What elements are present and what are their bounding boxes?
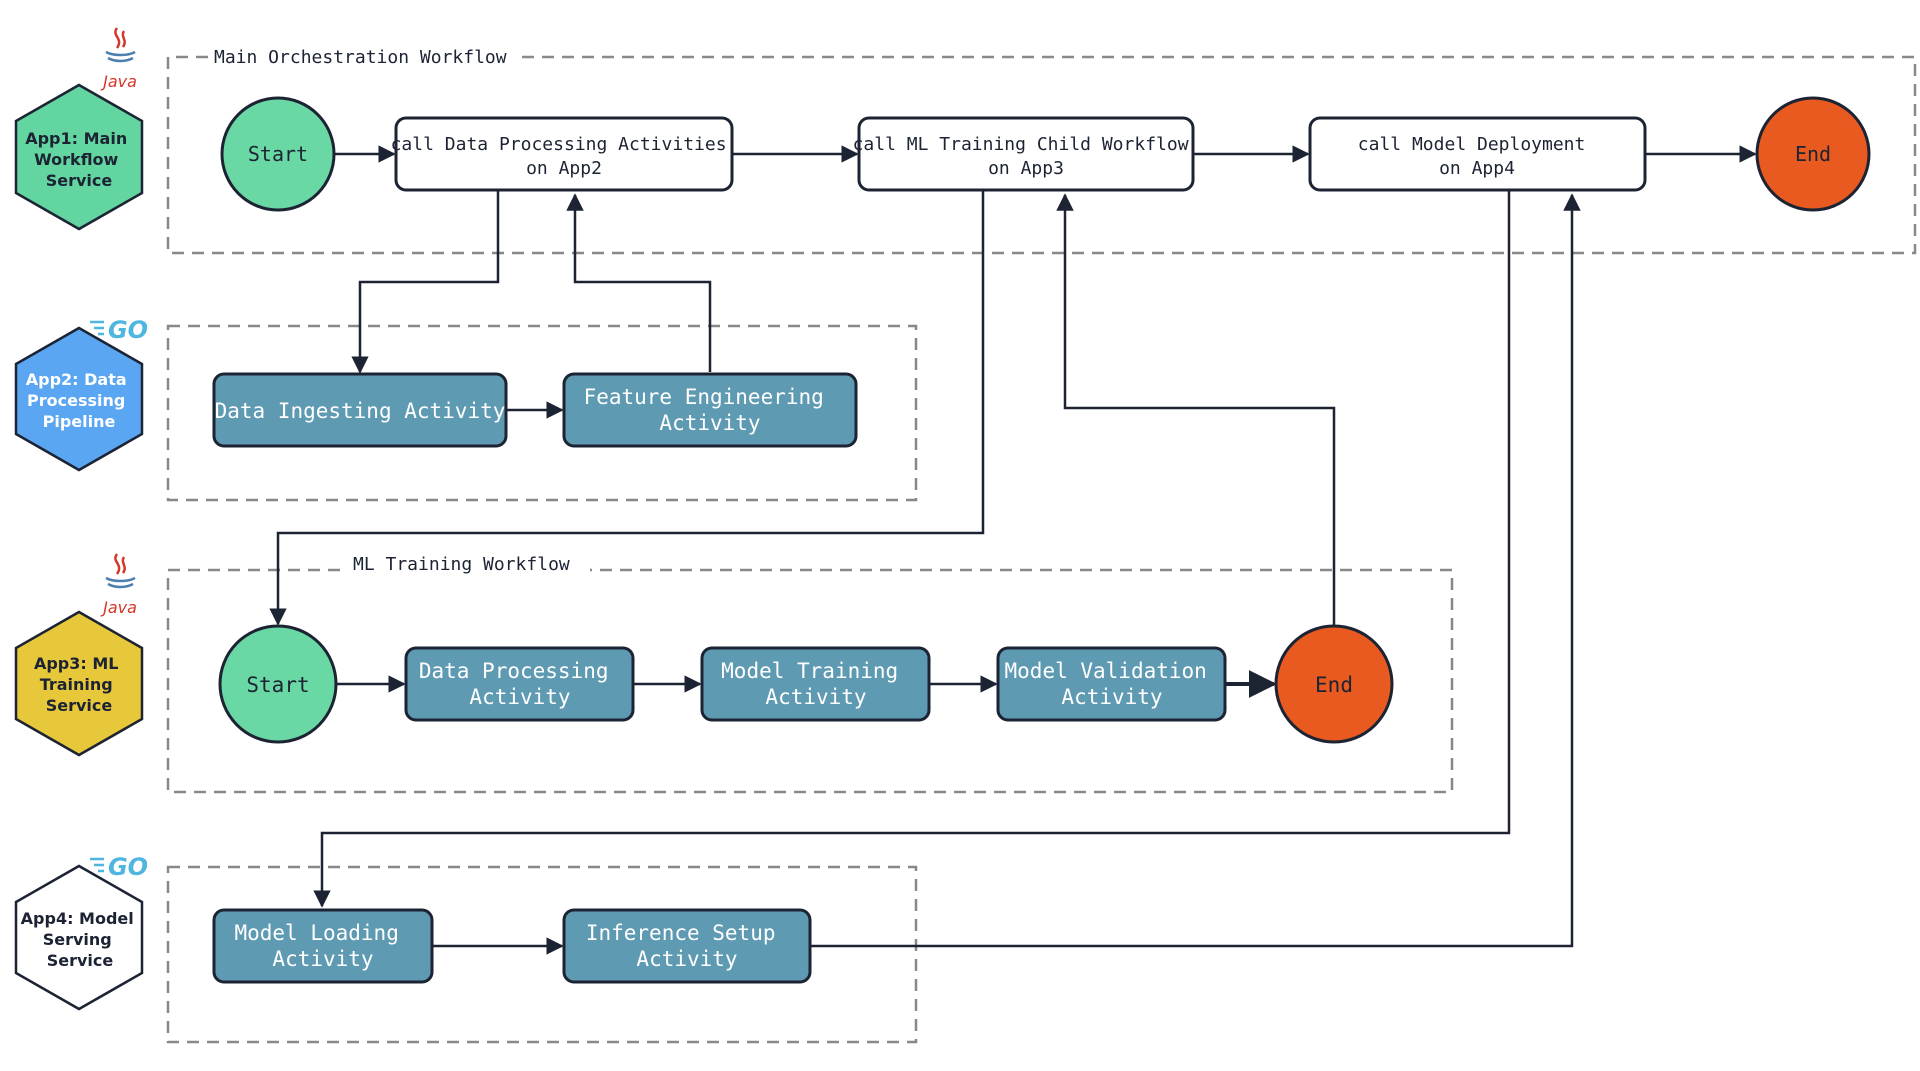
- data-processing-activity-box: [404, 646, 635, 722]
- data-proc-line-1: Data Processing: [419, 659, 609, 683]
- call-model-deployment-label: call Model Deployment on App4: [1358, 134, 1596, 179]
- app2-hexagon: App2: Data Processing Pipeline: [14, 326, 144, 472]
- ml-end-node: [1274, 624, 1394, 744]
- load-line-2: Activity: [272, 947, 373, 971]
- call-deploy-line-2: on App4: [1439, 158, 1515, 179]
- group-boxes: [166, 55, 1917, 1044]
- main-end-label: End: [1795, 142, 1831, 166]
- app1-label: App1: Main Workflow Service: [25, 129, 133, 190]
- train-line-1: Model Training: [721, 659, 898, 683]
- java-logo-icon: Java: [100, 553, 137, 617]
- java-logo-label: Java: [100, 72, 137, 91]
- inference-line-2: Activity: [636, 947, 737, 971]
- main-start-node: [220, 96, 336, 212]
- app4-line-1: App4: Model: [21, 909, 134, 928]
- train-line-2: Activity: [765, 685, 866, 709]
- app1-line-3: Service: [46, 171, 113, 190]
- java-logo-label: Java: [100, 598, 137, 617]
- main-end-node: [1755, 96, 1871, 212]
- app1-line-1: App1: Main: [25, 129, 127, 148]
- app2-line-3: Pipeline: [43, 412, 116, 431]
- model-validation-activity-box: [996, 646, 1227, 722]
- call-data-processing-box: [394, 116, 734, 192]
- app4-line-2: Serving: [43, 930, 112, 949]
- validate-line-1: Model Validation: [1005, 659, 1207, 683]
- call-model-deployment-box: [1308, 116, 1647, 192]
- feature-engineering-activity-box: [562, 372, 858, 448]
- ml-start-label: Start: [246, 673, 309, 697]
- call-ml-line-2: on App3: [988, 158, 1064, 179]
- arrow-call-data-to-ingest: [351, 190, 500, 374]
- model-validation-activity-label: Model Validation Activity: [1005, 659, 1220, 709]
- model-loading-activity-box: [212, 908, 434, 984]
- ml-workflow-label: ML Training Workflow: [353, 554, 570, 575]
- arrow-ml-end-to-call-ml: [1056, 193, 1336, 627]
- data-proc-line-2: Activity: [469, 685, 570, 709]
- ml-start-node: [218, 624, 338, 744]
- call-ml-training-box: [857, 116, 1195, 192]
- inference-line-1: Inference Setup: [586, 921, 776, 945]
- app3-line-1: App3: ML: [34, 654, 119, 673]
- call-data-processing-label: call Data Processing Activities on App2: [391, 134, 738, 179]
- data-ingesting-activity-box: [212, 372, 508, 448]
- feature-line-2: Activity: [659, 411, 760, 435]
- arrow-feature-to-call-data: [566, 193, 712, 372]
- load-line-1: Model Loading: [234, 921, 398, 945]
- arrow-call-ml-to-ml-start: [269, 190, 985, 626]
- app3-hexagon: App3: ML Training Service: [14, 610, 144, 757]
- model-training-activity-box: [700, 646, 931, 722]
- app2-label: App2: Data Processing Pipeline: [26, 370, 133, 431]
- main-workflow-label: Main Orchestration Workflow: [214, 47, 507, 68]
- model-loading-activity-label: Model Loading Activity: [234, 921, 411, 971]
- model-training-activity-label: Model Training Activity: [721, 659, 911, 709]
- main-start-label: Start: [248, 142, 308, 166]
- app1-line-2: Workflow: [34, 150, 118, 169]
- go-logo-label: GO: [108, 316, 148, 344]
- arrow-inference-to-call-deploy: [810, 193, 1581, 948]
- app4-hexagon: App4: Model Serving Service: [14, 864, 144, 1011]
- app3-label: App3: ML Training Service: [34, 654, 124, 715]
- arrow-call-deploy-to-load: [313, 190, 1511, 908]
- call-ml-training-label: call ML Training Child Workflow on App3: [853, 134, 1200, 179]
- data-ingesting-activity-label: Data Ingesting Activity: [215, 399, 506, 423]
- feature-line-1: Feature Engineering: [584, 385, 824, 409]
- main-workflow-box: [166, 55, 1917, 255]
- app4-line-3: Service: [47, 951, 114, 970]
- app2-line-1: App2: Data: [26, 370, 127, 389]
- app2-line-2: Processing: [27, 391, 125, 410]
- feature-engineering-activity-label: Feature Engineering Activity: [584, 385, 837, 435]
- ml-end-label: End: [1315, 673, 1353, 697]
- validate-line-2: Activity: [1061, 685, 1162, 709]
- app3-line-3: Service: [46, 696, 113, 715]
- app4-label: App4: Model Serving Service: [21, 909, 140, 970]
- call-deploy-line-1: call Model Deployment: [1358, 134, 1586, 155]
- ml-workflow-box: [166, 568, 1454, 794]
- inference-setup-activity-box: [562, 908, 812, 984]
- call-data-line-2: on App2: [526, 158, 602, 179]
- go-logo-label: GO: [108, 853, 148, 881]
- data-processing-activity-label: Data Processing Activity: [419, 659, 621, 709]
- java-logo-icon: Java: [100, 27, 137, 91]
- call-ml-line-1: call ML Training Child Workflow: [853, 134, 1189, 155]
- call-data-line-1: call Data Processing Activities: [391, 134, 727, 155]
- go-logo-icon: GO: [90, 316, 148, 344]
- app3-line-2: Training: [40, 675, 113, 694]
- connectors: [269, 145, 1757, 955]
- inference-setup-activity-label: Inference Setup Activity: [586, 921, 788, 971]
- app1-hexagon: App1: Main Workflow Service: [14, 83, 144, 231]
- go-logo-icon: GO: [90, 853, 148, 881]
